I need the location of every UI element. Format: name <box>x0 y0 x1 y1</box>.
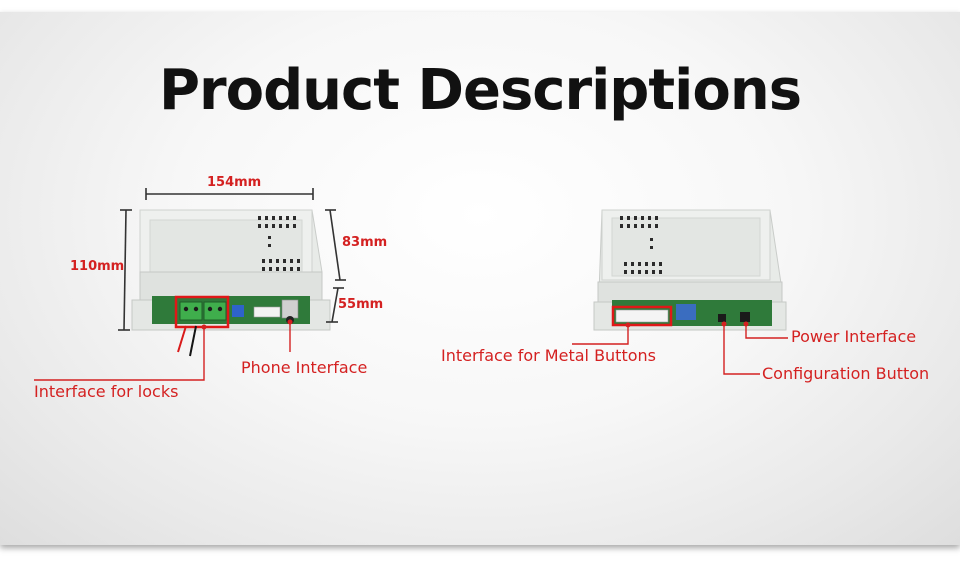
metal-buttons-pointer-dot <box>625 322 631 328</box>
left-dimension-lines <box>118 188 346 331</box>
left-product-device-icon <box>131 209 331 357</box>
configuration-pointer-dot <box>721 321 727 327</box>
right-product-device-icon <box>593 209 787 331</box>
lower-depth-dimension-label: 55mm <box>338 297 384 312</box>
phone-interface-label: Phone Interface <box>241 358 368 377</box>
page-title: Product Descriptions <box>158 58 802 123</box>
locks-pointer-dot <box>201 324 207 330</box>
metal-buttons-interface-label: Interface for Metal Buttons <box>441 346 656 365</box>
power-pointer-dot <box>743 321 749 327</box>
height-dimension-label: 110mm <box>70 259 125 274</box>
left-callout-leaders <box>34 322 291 381</box>
phone-pointer-dot <box>287 319 293 325</box>
width-dimension-label: 154mm <box>207 175 262 190</box>
right-callout-leaders <box>572 324 788 375</box>
power-interface-label: Power Interface <box>791 327 917 346</box>
locks-interface-label: Interface for locks <box>34 382 179 401</box>
configuration-button-label: Configuration Button <box>762 364 930 383</box>
upper-depth-dimension-label: 83mm <box>342 235 388 250</box>
